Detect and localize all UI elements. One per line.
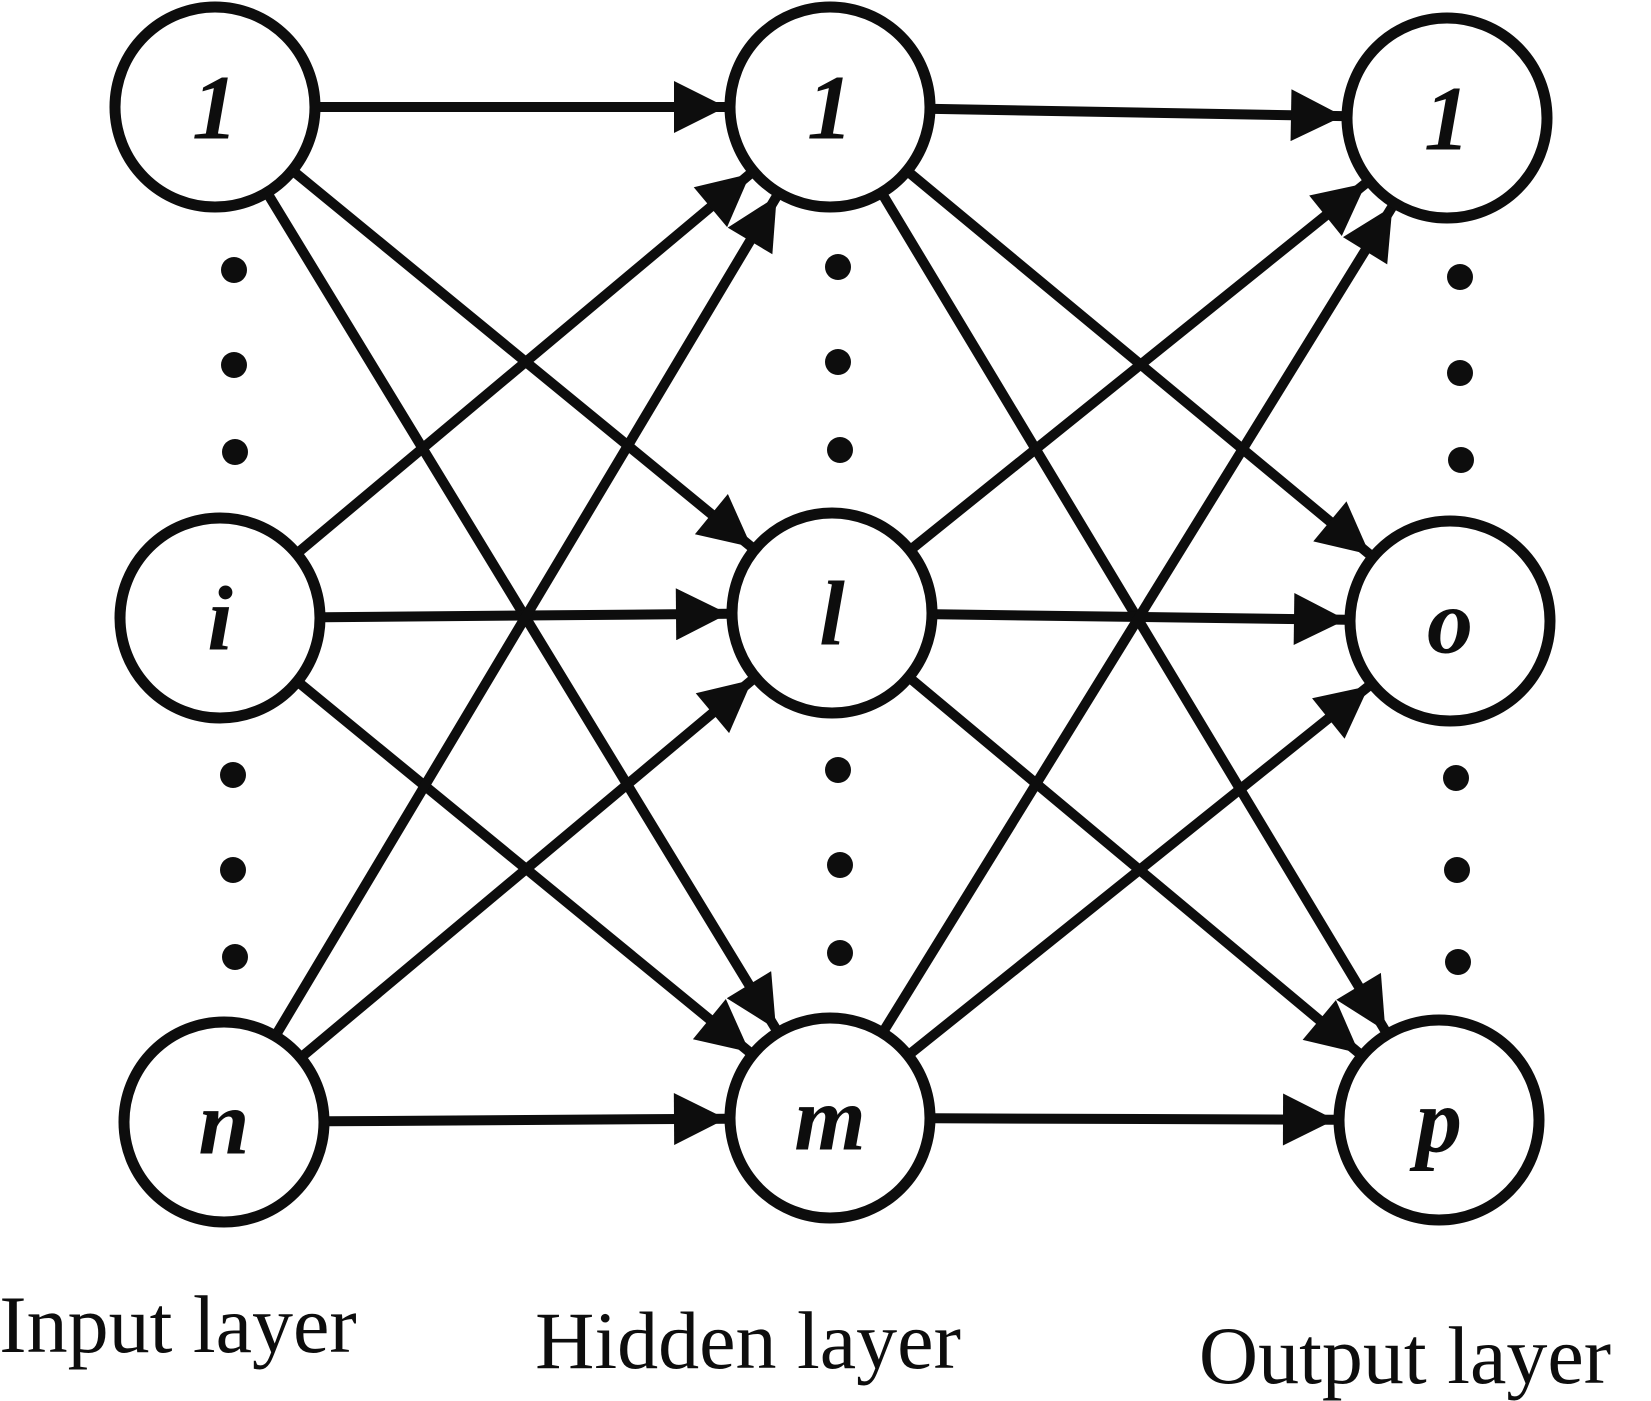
ellipsis-dot <box>221 352 247 378</box>
ellipsis-dot <box>220 762 246 788</box>
layer-label-output: Output layer <box>1199 1310 1611 1401</box>
node-label-hidden-m: m <box>794 1067 866 1169</box>
node-input-i <box>114 512 326 724</box>
ellipsis-dot <box>1447 264 1473 290</box>
ellipsis-dot <box>1447 360 1473 386</box>
ellipsis-dot <box>222 439 248 465</box>
edge-hidden-l-to-output-1 <box>909 179 1370 552</box>
ellipsis-dot <box>1443 765 1469 791</box>
ellipsis-dot <box>221 257 247 283</box>
node-hidden-l <box>726 507 938 719</box>
node-label-output-p: p <box>1409 1069 1462 1171</box>
node-output-o <box>1344 515 1556 727</box>
layer-label-input: Input layer <box>0 1279 357 1370</box>
node-label-input-1: 1 <box>192 56 238 158</box>
ellipsis-dot <box>222 944 248 970</box>
ellipsis-dot <box>825 757 851 783</box>
ellipsis-dot <box>1448 447 1474 473</box>
node-label-input-n: n <box>198 1071 249 1173</box>
node-input-1 <box>109 1 321 213</box>
node-label-input-i: i <box>207 567 233 669</box>
edge-input-n-to-hidden-l <box>300 675 756 1060</box>
edge-input-i-to-hidden-1 <box>296 169 754 556</box>
ellipsis-dot <box>825 254 851 280</box>
node-label-hidden-l: l <box>819 562 845 664</box>
node-output-p <box>1333 1014 1545 1226</box>
ellipsis-dot <box>825 349 851 375</box>
node-input-n <box>118 1016 330 1228</box>
layer-label-hidden: Hidden layer <box>535 1295 961 1386</box>
ellipsis-dot <box>1444 857 1470 883</box>
node-output-1 <box>1341 12 1553 224</box>
ellipsis-dot <box>827 852 853 878</box>
node-hidden-1 <box>724 1 936 213</box>
edge-input-n-to-hidden-m <box>327 1093 727 1146</box>
edge-hidden-1-to-output-1 <box>933 89 1344 142</box>
edge-hidden-m-to-output-1 <box>880 203 1397 1033</box>
node-label-output-1: 1 <box>1424 67 1470 169</box>
ellipsis-dot <box>220 857 246 883</box>
connections-group <box>264 81 1397 1146</box>
edge-hidden-m-to-output-o <box>907 682 1373 1057</box>
node-label-hidden-1: 1 <box>807 56 853 158</box>
edge-hidden-m-to-output-p <box>933 1093 1336 1146</box>
ellipsis-dot <box>827 437 853 463</box>
edge-input-n-to-hidden-1 <box>273 193 781 1036</box>
node-hidden-m <box>724 1012 936 1224</box>
node-label-output-o: o <box>1427 570 1473 672</box>
ellipsis-dot <box>827 940 853 966</box>
edge-hidden-l-to-output-p <box>908 675 1363 1058</box>
ellipsis-dot <box>1445 949 1471 975</box>
